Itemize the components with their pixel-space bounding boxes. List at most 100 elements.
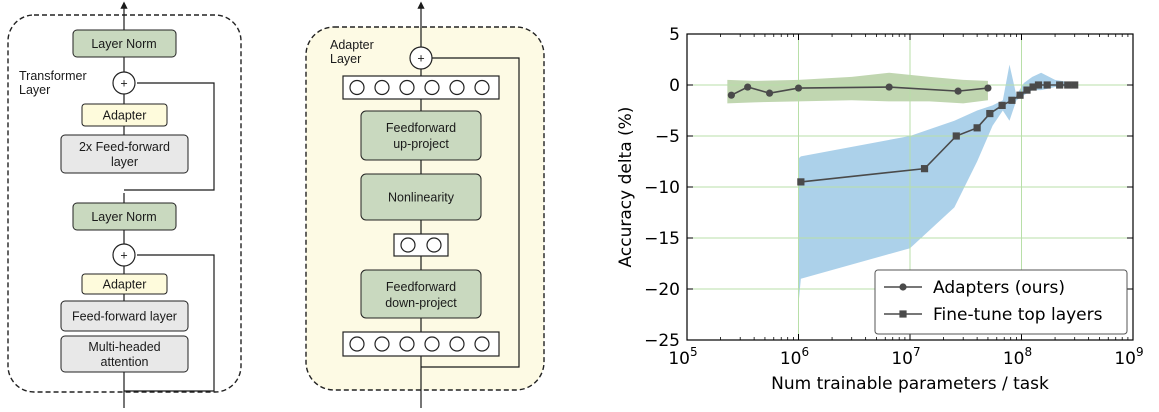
adapters-data-point (885, 83, 893, 91)
layer-norm-bottom-label: Layer Norm (91, 210, 156, 224)
layer-norm-top-block (72, 29, 177, 58)
neuron (449, 79, 465, 96)
neuron (374, 336, 390, 352)
adapter-top-block (81, 103, 168, 127)
transformer-layer-title-line1: Transformer (19, 69, 87, 83)
adapter-bottleneck-neuron-group (400, 237, 442, 253)
neuron (426, 237, 442, 253)
adapter-residual-add (409, 46, 433, 70)
layer-norm-top-label: Layer Norm (91, 37, 156, 51)
up-project-label-line1: Feedforward (386, 121, 456, 135)
fine-tune-data-point (1064, 81, 1072, 89)
neuron (424, 336, 440, 352)
confidence-bands (727, 64, 1075, 305)
neuron (374, 79, 390, 96)
down-project-label-line2: down-project (385, 296, 457, 310)
adapters-data-point (984, 84, 992, 92)
adapters-data-point (727, 91, 735, 99)
adapter-layer-title-line1: Adapter (330, 38, 374, 52)
transformer-layer-diagram: Layer Norm + Adapter 2x Feed-forward lay… (7, 1, 242, 408)
adapters-data-point (794, 84, 803, 92)
residual-add-bottom-symbol: + (120, 249, 127, 263)
neuron (400, 237, 416, 253)
chart-legend: Adapters (ours) Fine-tune top layers (874, 269, 1128, 335)
residual-add-bottom (112, 243, 136, 267)
fine-tune-data-point (1043, 81, 1051, 89)
ffn-2x-label-line2: layer (111, 155, 138, 169)
residual-add-top (112, 71, 136, 95)
ffn-label: Feed-forward layer (72, 310, 177, 324)
legend-label: Fine-tune top layers (933, 305, 1103, 325)
series-markers (727, 81, 1079, 186)
ffn-2x-block (60, 134, 189, 174)
up-project-label-line2: up-project (393, 137, 449, 151)
adapter-output-neuron-group (349, 79, 490, 96)
transformer-layer-title-line2: Layer (19, 83, 50, 97)
adapter-bottom-label: Adapter (103, 278, 147, 292)
adapter-input-neurons (342, 331, 500, 357)
neuron (349, 79, 365, 96)
fine-tune-data-point (920, 165, 929, 173)
fine-tune-data-point (1029, 83, 1037, 91)
fine-tune-data-point (952, 132, 960, 140)
feedforward-down-project-block (360, 269, 482, 319)
adapter-residual-add-symbol: + (417, 52, 424, 66)
legend-label: Adapters (ours) (933, 278, 1065, 298)
x-tick-label: 106 (780, 345, 809, 369)
y-tick-label: −25 (644, 331, 680, 351)
y-axis-label: Accuracy delta (%) (616, 107, 636, 268)
y-tick-label: 0 (669, 76, 680, 96)
residual-connection-top (124, 82, 215, 191)
x-tick-label: 107 (891, 345, 920, 369)
adapters-data-point (954, 87, 962, 95)
adapter-input-neuron-group (349, 336, 490, 352)
neuron (424, 79, 440, 96)
adapters-data-point (744, 83, 752, 91)
fine-tune-data-point (1023, 86, 1031, 94)
neuron (449, 336, 465, 352)
fine-tune-data-point (973, 124, 981, 132)
legend-marker-circle (899, 283, 907, 291)
adapter-top-label: Adapter (103, 109, 147, 123)
fine-tune-data-point (1016, 91, 1024, 99)
fine-tune-data-point (797, 178, 805, 186)
residual-add-top-symbol: + (120, 77, 127, 91)
adapter-skip-connection (421, 57, 520, 368)
residual-connection-bottom (124, 254, 215, 392)
adapter-layer-diagram: Adapter Layer + Feedforward up-project (305, 1, 545, 408)
adapters-data-point (765, 89, 774, 97)
nonlinearity-block (360, 173, 482, 221)
legend-box (874, 269, 1128, 335)
mha-label-line2: attention (101, 355, 149, 369)
mha-label-line1: Multi-headed (88, 340, 160, 354)
fine-tune-data-point (1008, 96, 1016, 104)
adapter-layer-title-line2: Layer (330, 52, 361, 66)
layer-norm-bottom-block (72, 202, 177, 231)
y-tick-label: 5 (669, 25, 680, 45)
neuron (474, 336, 490, 352)
y-tick-label: −10 (644, 178, 680, 198)
neuron (399, 79, 415, 96)
y-tick-label: −20 (644, 280, 680, 300)
x-tick-label: 109 (1114, 345, 1143, 369)
fine-tune-data-point (1071, 81, 1079, 89)
confidence-band-fine-tune (798, 64, 1075, 305)
feedforward-up-project-block (360, 110, 482, 161)
x-tick-label: 108 (1003, 345, 1032, 369)
down-project-label-line1: Feedforward (386, 280, 456, 294)
x-tick-label: 105 (668, 345, 697, 369)
multi-headed-attention-block (60, 335, 189, 373)
adapter-bottom-block (81, 273, 168, 295)
fine-tune-data-point (986, 109, 994, 118)
ffn-2x-label-line1: 2x Feed-forward (79, 140, 170, 154)
fine-tune-data-point (1056, 81, 1064, 89)
x-axis-label: Num trainable parameters / task (771, 374, 1049, 394)
ffn-block (60, 300, 189, 332)
neuron (474, 79, 490, 96)
legend-marker-square (899, 310, 907, 318)
neuron (349, 336, 365, 352)
fine-tune-data-point (998, 101, 1006, 109)
